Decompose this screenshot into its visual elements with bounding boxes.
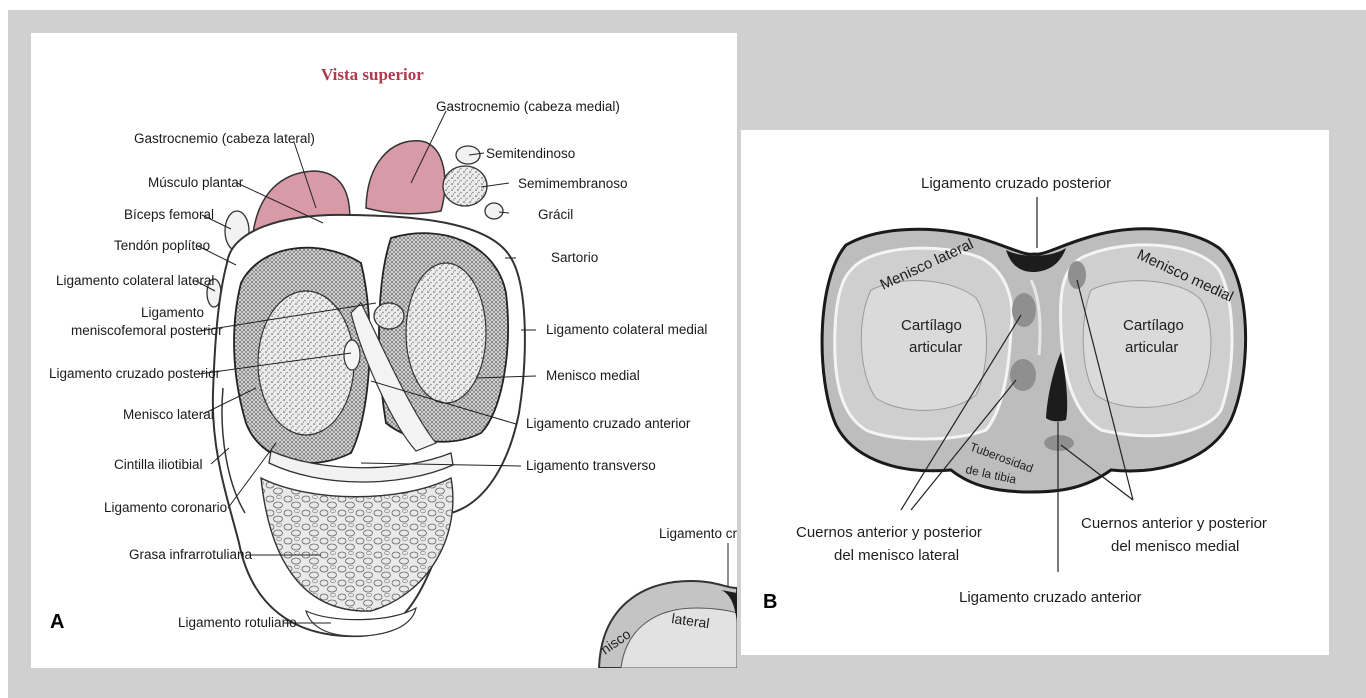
label-b-cuernos-lateral-2: del menisco lateral xyxy=(834,547,959,564)
cuerno-posterior-medial xyxy=(1068,261,1086,289)
cuerno-anterior-lateral xyxy=(1010,359,1036,391)
gastrocnemio-medial-shape xyxy=(366,141,445,214)
ligamento-cruzado-posterior-shape xyxy=(344,340,360,370)
label-gracil: Grácil xyxy=(538,207,573,222)
label-sartorio: Sartorio xyxy=(551,250,598,265)
label-biceps-femoral: Bíceps femoral xyxy=(124,207,214,222)
label-cintilla-iliotibial: Cintilla iliotibial xyxy=(114,457,203,472)
label-menisco-lateral: Menisco lateral xyxy=(123,407,214,422)
label-ligamento-meniscofemoral-1: Ligamento xyxy=(141,305,204,320)
label-grasa-infrarrotuliana: Grasa infrarrotuliana xyxy=(129,547,253,562)
gracil-shape xyxy=(485,203,503,219)
inset-label-cruzado: Ligamento cruz xyxy=(659,526,737,541)
cuerno-anterior-medial xyxy=(1044,435,1074,451)
label-b-cuernos-medial-2: del menisco medial xyxy=(1111,538,1239,555)
panel-a-title: Vista superior xyxy=(321,65,424,84)
panel-b-svg: Ligamento cruzado posterior Menisco late… xyxy=(741,130,1329,655)
label-b-articular-2: articular xyxy=(1125,339,1178,356)
label-gastrocnemio-medial: Gastrocnemio (cabeza medial) xyxy=(436,99,620,114)
lateral-cartilage-shape xyxy=(258,291,354,435)
semimembranoso-shape xyxy=(443,166,487,206)
label-b-ligamento-cruzado-posterior: Ligamento cruzado posterior xyxy=(921,175,1111,192)
panel-a-knee-superior-view: Vista superior xyxy=(31,33,737,668)
label-b-articular-1: articular xyxy=(909,339,962,356)
panel-a-letter: A xyxy=(50,611,64,633)
panel-b-letter: B xyxy=(763,591,777,613)
label-b-cuernos-medial-1: Cuernos anterior y posterior xyxy=(1081,515,1267,532)
label-semitendinoso: Semitendinoso xyxy=(486,146,575,161)
label-ligamento-colateral-medial: Ligamento colateral medial xyxy=(546,322,707,337)
panel-a-svg: Vista superior xyxy=(31,33,737,668)
label-ligamento-transverso: Ligamento transverso xyxy=(526,458,656,473)
label-musculo-plantar: Músculo plantar xyxy=(148,175,244,190)
label-b-cuernos-lateral-1: Cuernos anterior y posterior xyxy=(796,524,982,541)
medial-cartilage-shape xyxy=(406,263,486,403)
label-semimembranoso: Semimembranoso xyxy=(518,176,628,191)
label-ligamento-meniscofemoral-2: meniscofemoral posterior xyxy=(71,323,223,338)
label-gastrocnemio-lateral: Gastrocnemio (cabeza lateral) xyxy=(134,131,315,146)
label-b-cartilago-2: Cartílago xyxy=(1123,317,1184,334)
label-tendon-popliteo: Tendón poplíteo xyxy=(114,238,210,253)
label-ligamento-colateral-lateral: Ligamento colateral lateral xyxy=(56,273,214,288)
inset-fragment: Ligamento cruz lateral nisco xyxy=(598,513,737,668)
label-ligamento-cruzado-anterior: Ligamento cruzado anterior xyxy=(526,416,691,431)
cuerno-posterior-lateral xyxy=(1012,293,1036,327)
label-b-ligamento-cruzado-anterior: Ligamento cruzado anterior xyxy=(959,589,1142,606)
ligamento-meniscofemoral-shape xyxy=(374,303,404,329)
semitendinoso-shape xyxy=(456,146,480,164)
panel-b-tibial-plateau: Ligamento cruzado posterior Menisco late… xyxy=(741,130,1329,655)
label-ligamento-coronario: Ligamento coronario xyxy=(104,500,227,515)
label-ligamento-cruzado-posterior: Ligamento cruzado posterior xyxy=(49,366,221,381)
label-menisco-medial: Menisco medial xyxy=(546,368,640,383)
label-b-cartilago-1: Cartílago xyxy=(901,317,962,334)
label-ligamento-rotuliano: Ligamento rotuliano xyxy=(178,615,297,630)
